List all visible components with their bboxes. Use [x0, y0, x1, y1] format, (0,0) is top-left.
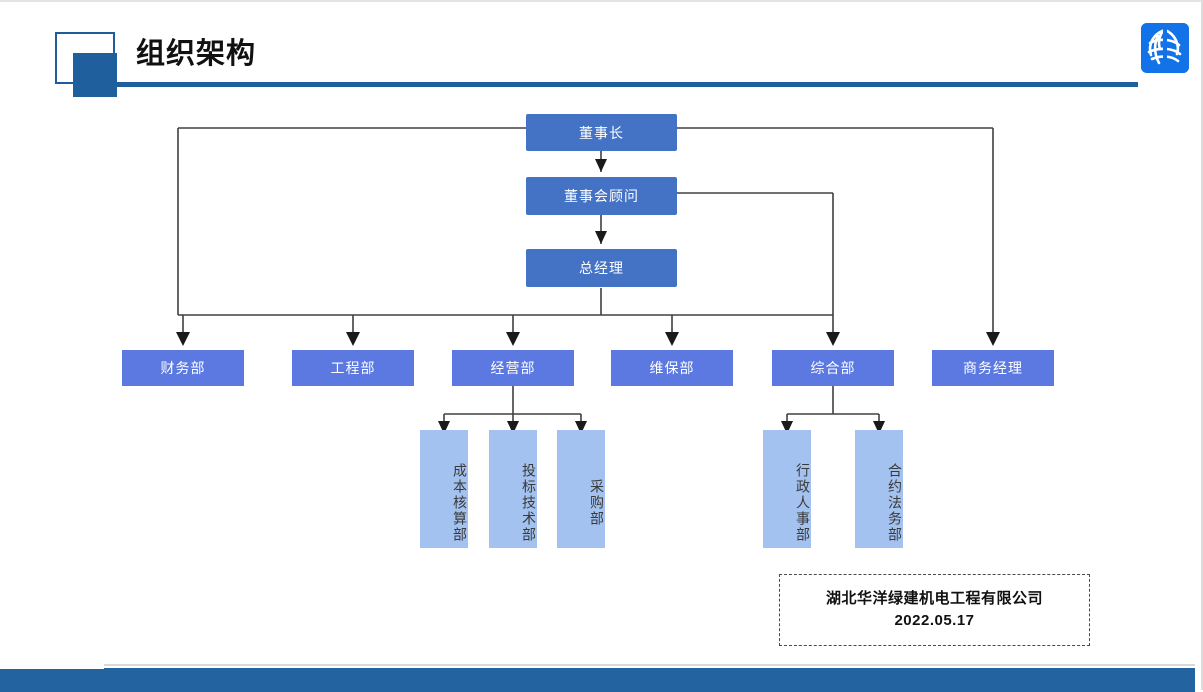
- org-node-administration-hr[interactable]: 行政人事部: [763, 430, 811, 548]
- org-node-cost-accounting[interactable]: 成本核算部: [420, 430, 468, 548]
- footer-bar-notch: [0, 665, 104, 669]
- org-node-label: 财务部: [160, 360, 206, 376]
- org-node-finance[interactable]: 财务部: [122, 350, 244, 386]
- org-node-label: 董事会顾问: [564, 188, 639, 204]
- org-node-procurement[interactable]: 采购部: [557, 430, 605, 548]
- org-node-board-advisor[interactable]: 董事会顾问: [526, 177, 677, 215]
- org-node-contract-legal[interactable]: 合约法务部: [855, 430, 903, 548]
- org-node-label: 工程部: [330, 360, 376, 376]
- company-globe-logo-icon: [1139, 21, 1191, 75]
- org-node-maintenance[interactable]: 维保部: [611, 350, 733, 386]
- org-node-general-affairs[interactable]: 综合部: [772, 350, 894, 386]
- caption-company-name: 湖北华洋绿建机电工程有限公司: [825, 590, 1043, 607]
- org-node-label: 维保部: [649, 360, 695, 376]
- org-node-label: 商务经理: [963, 360, 1023, 376]
- page-title: 组织架构: [136, 38, 257, 70]
- org-node-label: 成本核算部: [452, 463, 468, 543]
- org-node-label: 行政人事部: [795, 463, 811, 543]
- company-caption-box: 湖北华洋绿建机电工程有限公司 2022.05.17: [779, 574, 1090, 646]
- header-divider-rule: [117, 82, 1138, 87]
- org-node-general-manager[interactable]: 总经理: [526, 249, 677, 287]
- footer-bar: [0, 668, 1195, 692]
- org-node-label: 采购部: [589, 479, 605, 527]
- org-node-engineering[interactable]: 工程部: [292, 350, 414, 386]
- org-node-label: 总经理: [579, 260, 624, 276]
- org-node-label: 董事长: [579, 124, 624, 141]
- org-node-label: 综合部: [810, 360, 856, 376]
- footer-hairline: [104, 664, 1195, 666]
- org-node-chairman[interactable]: 董事长: [526, 114, 677, 151]
- org-node-label: 合约法务部: [887, 463, 903, 543]
- caption-date: 2022.05.17: [894, 612, 975, 629]
- org-node-label: 经营部: [490, 360, 536, 376]
- header-filled-square: [73, 53, 117, 97]
- org-node-label: 投标技术部: [521, 463, 537, 543]
- org-node-bidding-technology[interactable]: 投标技术部: [489, 430, 537, 548]
- org-node-business-manager[interactable]: 商务经理: [932, 350, 1054, 386]
- org-node-operations[interactable]: 经营部: [452, 350, 574, 386]
